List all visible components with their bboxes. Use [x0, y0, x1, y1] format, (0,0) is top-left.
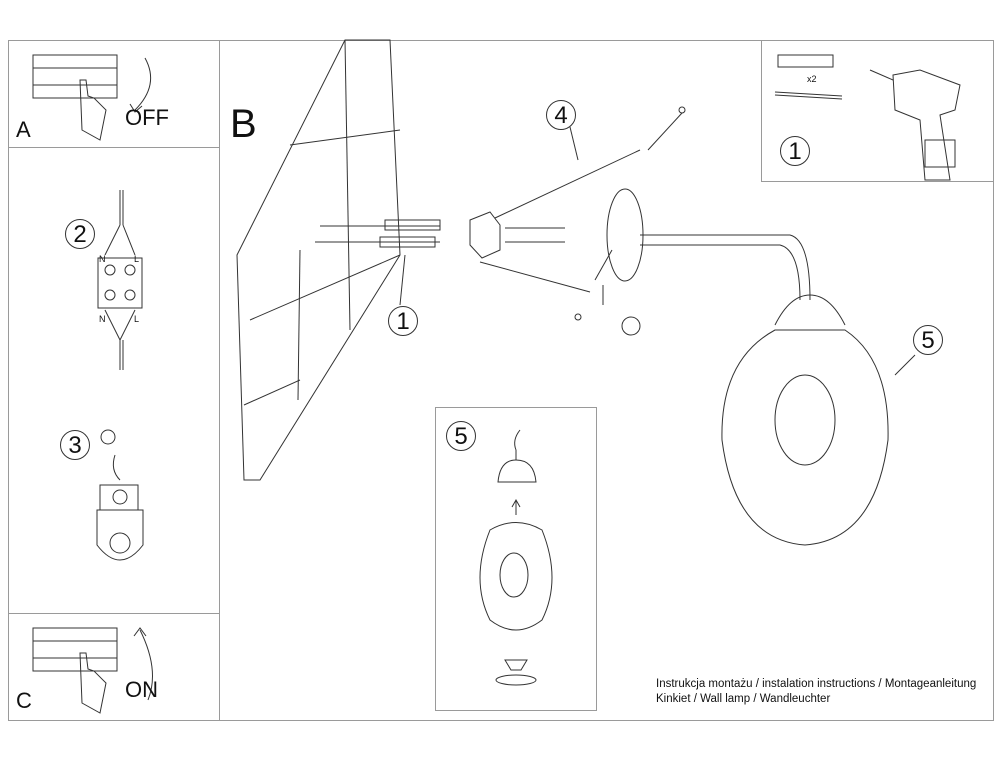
- tools-panel: [761, 40, 994, 182]
- live-label-top: L: [134, 254, 140, 264]
- shade-inset-panel: [435, 407, 597, 711]
- step-wiring-number: 2: [65, 219, 95, 249]
- panel-c-action: ON: [125, 677, 158, 702]
- arrow-icon: [129, 57, 153, 701]
- terminal-block-icon: [97, 190, 143, 370]
- footer-instructions: Instrukcja montażu / instalation instruc…: [656, 678, 977, 690]
- step-lamp-number: 5: [913, 325, 943, 355]
- wall-tiles-icon: [236, 39, 401, 481]
- neutral-label-bottom: N: [99, 314, 106, 324]
- panel-b-letter: B: [230, 102, 257, 146]
- ground-connector-icon: [96, 429, 144, 561]
- step-ground-number: 3: [60, 430, 90, 460]
- step-shade-number: 5: [446, 421, 476, 451]
- panel-a-letter: A: [16, 117, 31, 142]
- wall-lamp-icon: [569, 106, 916, 546]
- panel-c-letter: C: [16, 688, 32, 713]
- panel-a-action: OFF: [125, 105, 169, 130]
- footer-product: Kinkiet / Wall lamp / Wandleuchter: [656, 693, 831, 705]
- shade-assembly-icon: [479, 429, 553, 686]
- hand-icon: [79, 79, 107, 714]
- step-dowel-number: 1: [388, 306, 418, 336]
- drill-icon: [869, 69, 961, 181]
- live-label-bottom: L: [134, 314, 140, 324]
- step-tools-number: 1: [780, 136, 810, 166]
- neutral-label-top: N: [99, 254, 106, 264]
- dowel-screw-icon: [315, 219, 441, 306]
- step-bracket-number: 4: [546, 100, 576, 130]
- panel-c: [8, 613, 220, 721]
- breaker-panel-icon: [32, 54, 118, 672]
- mounting-bracket-icon: [469, 149, 641, 293]
- screw-dowel-icon: [774, 54, 843, 100]
- dowel-quantity: x2: [807, 74, 817, 84]
